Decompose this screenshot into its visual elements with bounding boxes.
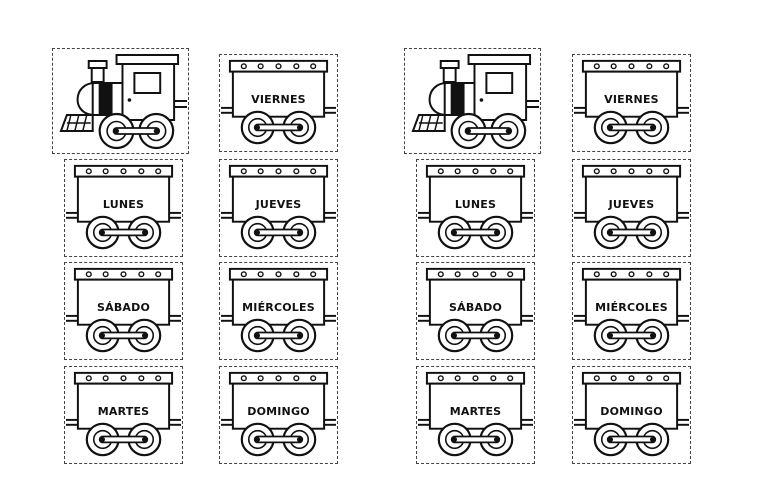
locomotive-card — [52, 48, 189, 154]
wagon-card-sabado: SÁBADO — [416, 262, 535, 360]
locomotive-icon — [53, 49, 188, 153]
wagon-card-lunes: LUNES — [416, 159, 535, 257]
wagon-card-miercoles: MIÉRCOLES — [219, 262, 338, 360]
day-label-sabado: SÁBADO — [448, 301, 502, 314]
day-label-jueves: JUEVES — [255, 198, 302, 211]
day-label-viernes: VIERNES — [604, 93, 659, 106]
day-label-miercoles: MIÉRCOLES — [595, 301, 668, 314]
wagon-card-viernes: VIERNES — [572, 54, 691, 152]
wagon-card-martes: MARTES — [416, 366, 535, 464]
wagon-card-sabado: SÁBADO — [64, 262, 183, 360]
locomotive-card — [404, 48, 541, 154]
day-label-jueves: JUEVES — [608, 198, 655, 211]
day-label-miercoles: MIÉRCOLES — [242, 301, 315, 314]
day-label-martes: MARTES — [449, 405, 502, 418]
day-label-viernes: VIERNES — [251, 93, 306, 106]
wagon-card-viernes: VIERNES — [219, 54, 338, 152]
day-label-lunes: LUNES — [102, 198, 145, 211]
day-label-sabado: SÁBADO — [96, 301, 150, 314]
locomotive-icon — [405, 49, 540, 153]
day-label-martes: MARTES — [97, 405, 150, 418]
wagon-card-jueves: JUEVES — [572, 159, 691, 257]
wagon-card-martes: MARTES — [64, 366, 183, 464]
wagon-card-domingo: DOMINGO — [219, 366, 338, 464]
day-label-domingo: DOMINGO — [247, 405, 310, 418]
day-label-domingo: DOMINGO — [600, 405, 663, 418]
wagon-card-miercoles: MIÉRCOLES — [572, 262, 691, 360]
wagon-card-lunes: LUNES — [64, 159, 183, 257]
wagon-card-jueves: JUEVES — [219, 159, 338, 257]
wagon-card-domingo: DOMINGO — [572, 366, 691, 464]
day-label-lunes: LUNES — [454, 198, 497, 211]
